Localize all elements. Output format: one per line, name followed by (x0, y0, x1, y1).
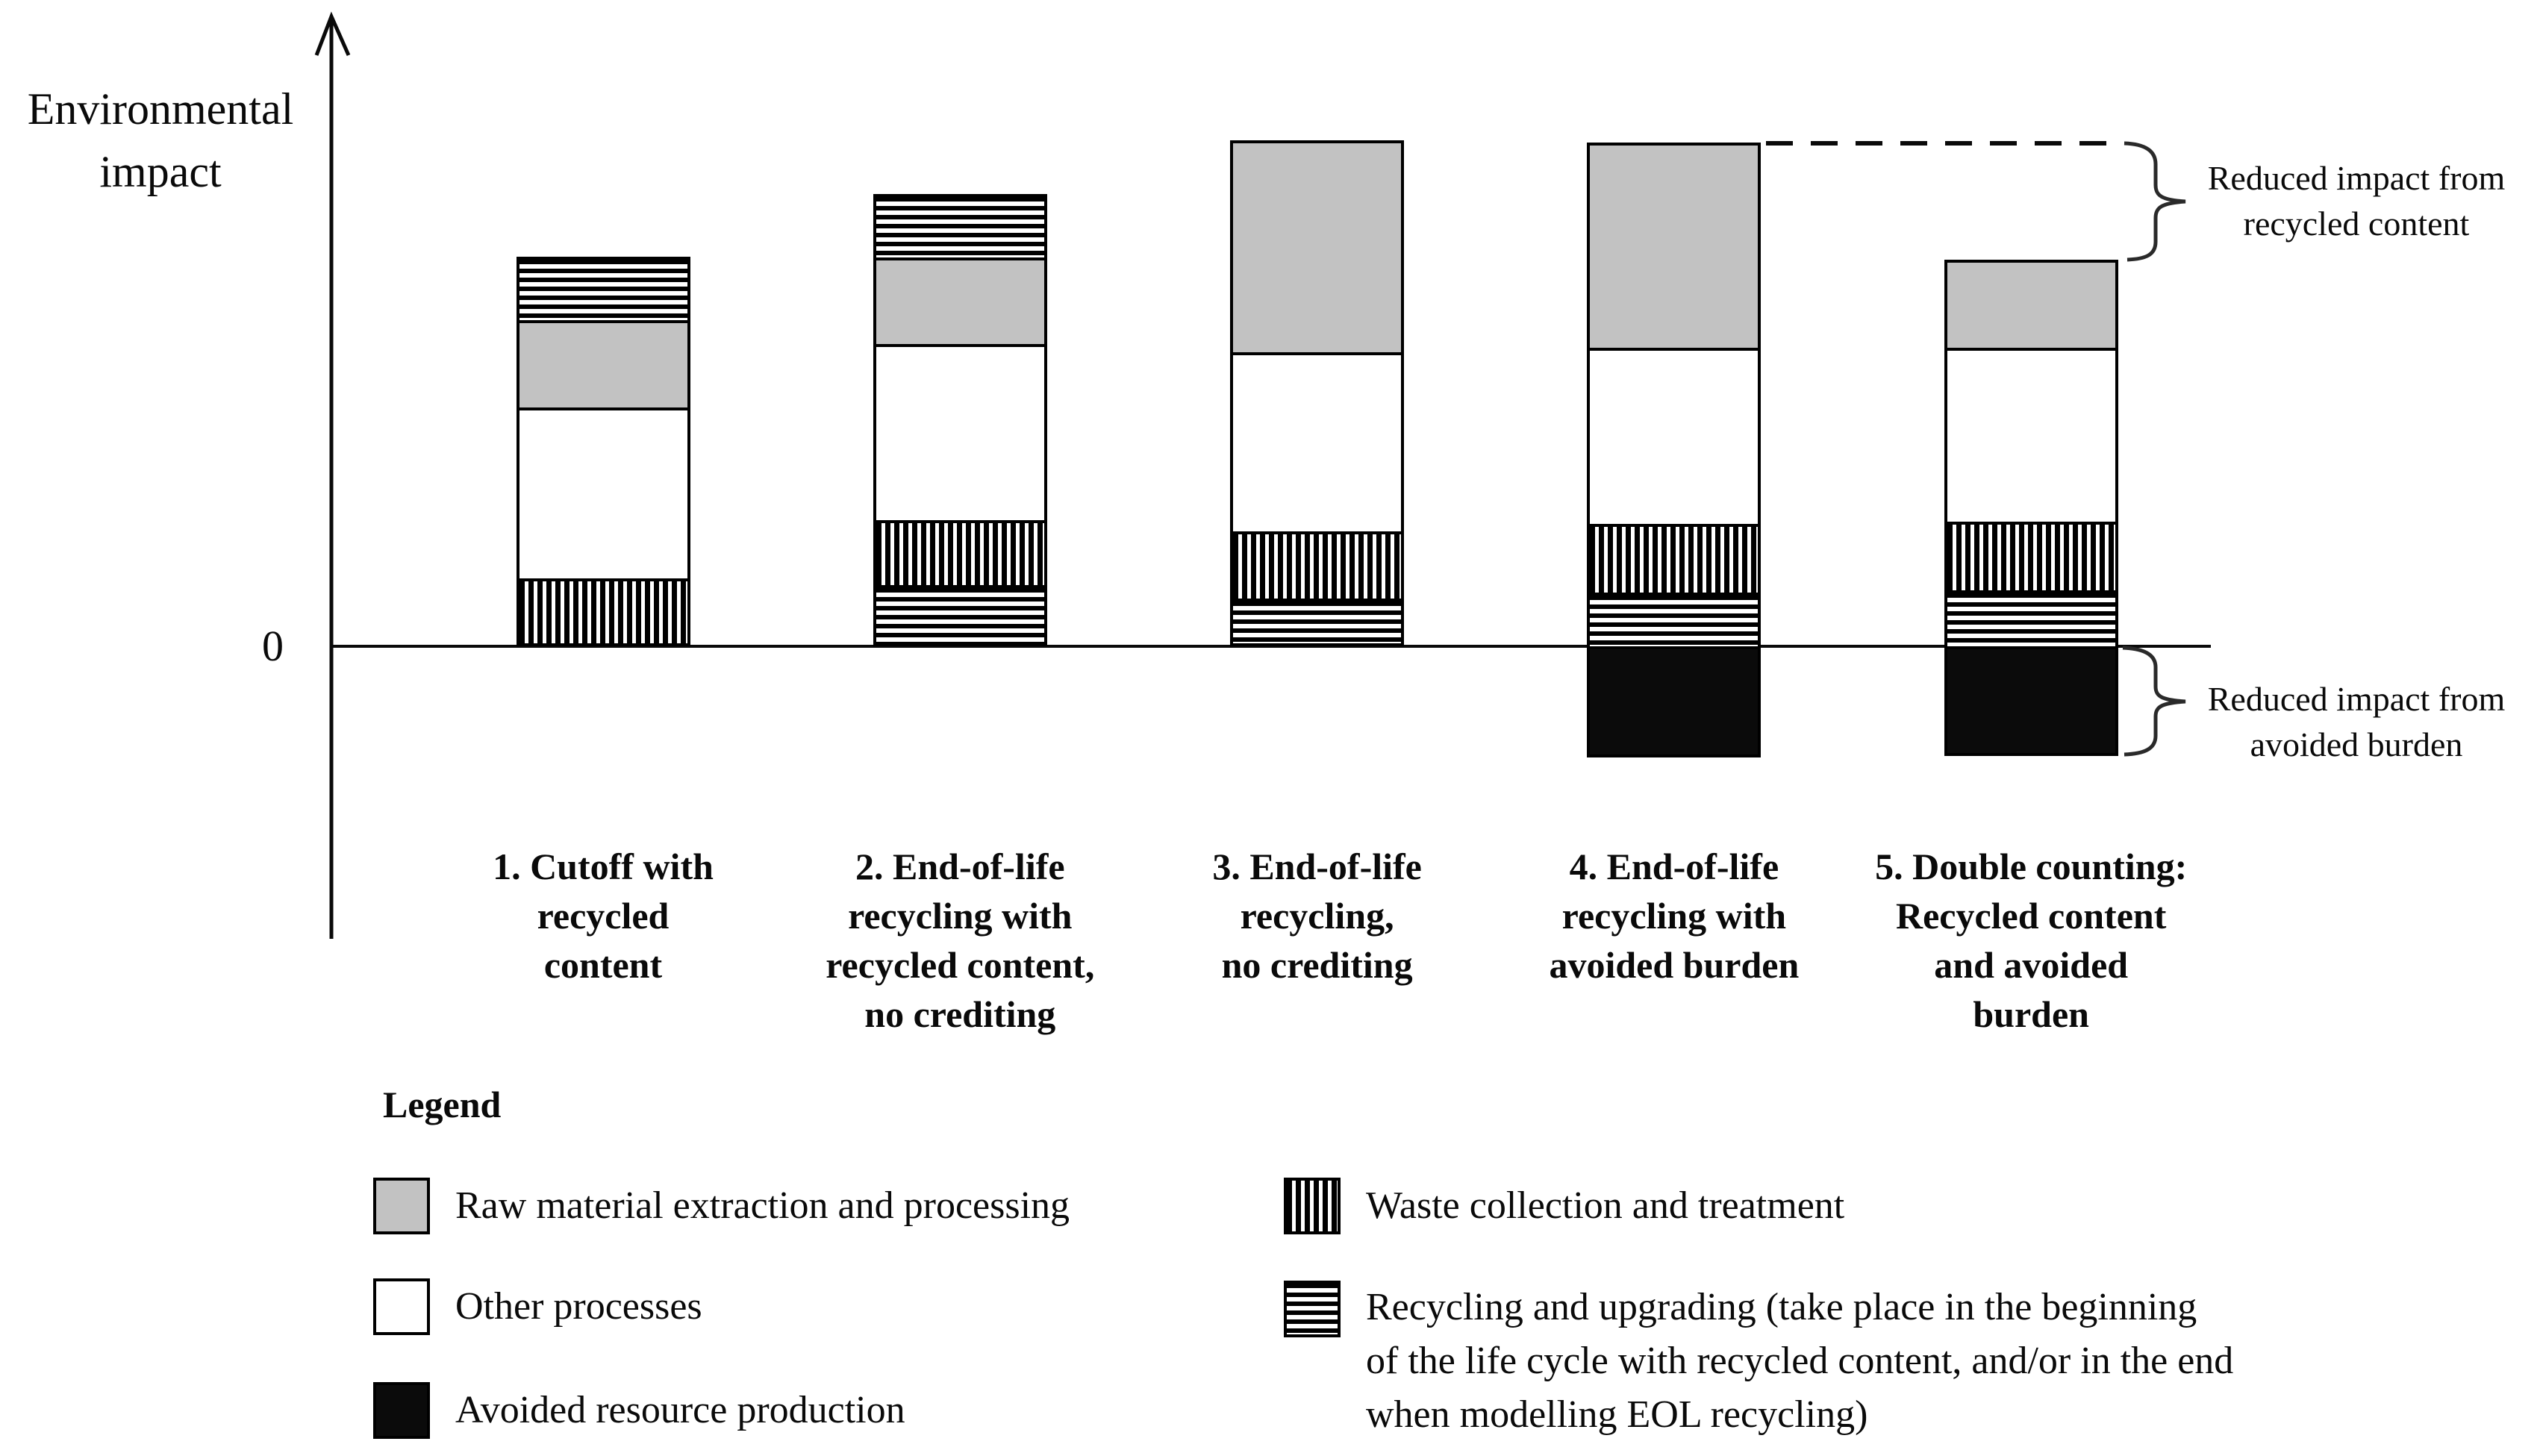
legend-label-raw: Raw material extraction and processing (455, 1180, 1070, 1232)
bar-4-segment-other (1587, 348, 1762, 524)
bar-4 (1587, 143, 1762, 760)
bar-5-segment-waste (1944, 522, 2118, 590)
bar-label-2: 2. End-of-life recycling with recycled con… (777, 842, 1143, 1039)
y-axis-title-line1: Environmental (27, 84, 294, 134)
bar-4-segment-avoided (1587, 646, 1762, 757)
legend-item-avoided: Avoided resource production (373, 1382, 905, 1439)
annotation-avoided-burden: Reduced impact from avoided burden (2177, 676, 2536, 767)
y-axis-arrowhead-icon (314, 11, 351, 57)
legend-item-recycling: Recycling and upgrading (take place in t… (1284, 1281, 2233, 1442)
bar-5-segment-other (1944, 348, 2118, 522)
bar-3-segment-raw (1230, 140, 1405, 352)
bar-label-5-line: and avoided (1934, 944, 2129, 986)
legend-label-avoided: Avoided resource production (455, 1384, 905, 1437)
legend-label-recycling-line: when modelling EOL recycling) (1366, 1393, 1868, 1436)
bar-2-segment-waste (873, 520, 1047, 585)
bar-3-segment-recycling (1230, 599, 1405, 646)
legend-swatch-waste-icon (1284, 1178, 1341, 1234)
legend-swatch-other-icon (373, 1278, 430, 1335)
legend-swatch-raw-icon (373, 1178, 430, 1234)
bar-2-segment-raw (873, 257, 1047, 344)
annotation-recycled-content: Reduced impact from recycled content (2177, 155, 2536, 246)
brace-recycled-content-icon (2124, 141, 2186, 262)
legend-label-waste-line: Waste collection and treatment (1366, 1184, 1845, 1227)
bar-label-5-line: Recycled content (1895, 895, 2167, 937)
annotation-recycled-content-line1: Reduced impact from (2207, 159, 2506, 197)
bar-label-1-line: 1. Cutoff with (493, 846, 714, 887)
bar-label-3-line: no crediting (1221, 944, 1413, 986)
legend-item-other: Other processes (373, 1278, 702, 1335)
bar-3-segment-other (1230, 352, 1405, 531)
bar-label-5-line: 5. Double counting: (1875, 846, 2188, 887)
bar-label-3-line: recycling, (1240, 895, 1394, 937)
bar-3-segment-waste (1230, 531, 1405, 599)
bar-label-2-line: recycling with (848, 895, 1073, 937)
bar-5-segment-recycling (1944, 590, 2118, 646)
legend-item-waste: Waste collection and treatment (1284, 1178, 1844, 1234)
bar-1-segment-recycling (516, 257, 690, 320)
legend-swatch-avoided-icon (373, 1382, 430, 1439)
annotation-avoided-burden-line1: Reduced impact from (2207, 680, 2506, 718)
bar-2-segment-recycling (873, 194, 1047, 257)
brace-avoided-burden-icon (2122, 646, 2186, 757)
y-axis-title-line2: impact (99, 147, 222, 196)
bar-label-3: 3. End-of-life recycling, no crediting (1135, 842, 1500, 990)
bar-label-1: 1. Cutoff with recycled content (420, 842, 786, 990)
annotation-avoided-burden-line2: avoided burden (2250, 725, 2463, 763)
bar-1 (516, 257, 690, 649)
bar-5-segment-raw (1944, 260, 2118, 348)
bar-label-4: 4. End-of-life recycling with avoided burd… (1491, 842, 1857, 990)
bar-label-5: 5. Double counting: Recycled content and a… (1848, 842, 2214, 1039)
bar-label-4-line: avoided burden (1549, 944, 1800, 986)
legend-label-other-line: Other processes (455, 1285, 702, 1328)
bar-label-2-line: recycled content, (826, 944, 1095, 986)
legend-swatch-recycling-icon (1284, 1281, 1341, 1337)
bar-label-3-line: 3. End-of-life (1212, 846, 1422, 887)
bar-label-5-line: burden (1973, 993, 2089, 1035)
bar-5 (1944, 260, 2118, 759)
bar-2 (873, 194, 1047, 649)
bar-1-segment-waste (516, 578, 690, 646)
legend-label-recycling: Recycling and upgrading (take place in t… (1366, 1281, 2233, 1442)
legend-label-recycling-line: of the life cycle with recycled content,… (1366, 1340, 2234, 1382)
legend-label-recycling-line: Recycling and upgrading (take place in t… (1366, 1286, 2197, 1328)
bar-1-segment-other (516, 407, 690, 578)
y-axis-title: Environmental impact (4, 78, 317, 203)
legend-title: Legend (383, 1084, 502, 1125)
bar-3 (1230, 140, 1405, 649)
bar-4-segment-waste (1587, 524, 1762, 593)
bar-1-segment-raw (516, 320, 690, 407)
legend-item-raw: Raw material extraction and processing (373, 1178, 1070, 1234)
bar-4-segment-recycling (1587, 593, 1762, 646)
bar-4-segment-raw (1587, 143, 1762, 348)
bar-label-1-line: content (543, 944, 663, 986)
bar-label-1-line: recycled (537, 895, 670, 937)
bar-5-segment-avoided (1944, 646, 2118, 756)
legend-label-other: Other processes (455, 1281, 702, 1333)
bar-2-segment-recycling (873, 585, 1047, 646)
legend-label-raw-line: Raw material extraction and processing (455, 1184, 1070, 1227)
bar-label-4-line: 4. End-of-life (1569, 846, 1779, 887)
bar-label-4-line: recycling with (1561, 895, 1787, 937)
zero-tick-label: 0 (262, 622, 284, 670)
bar-label-2-line: no crediting (864, 993, 1056, 1035)
legend-label-avoided-line: Avoided resource production (455, 1389, 905, 1431)
bar-2-segment-other (873, 344, 1047, 520)
legend-label-waste: Waste collection and treatment (1366, 1180, 1844, 1232)
annotation-recycled-content-line2: recycled content (2243, 204, 2470, 243)
bar-label-2-line: 2. End-of-life (855, 846, 1065, 887)
